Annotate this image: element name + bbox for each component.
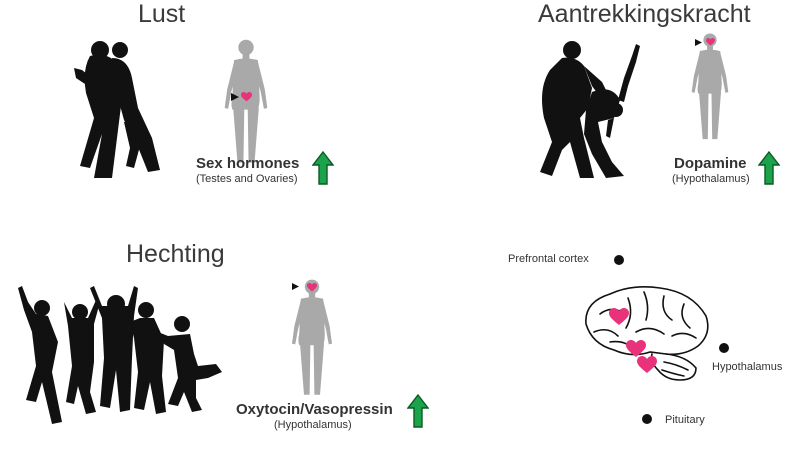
attraction-hormone: Dopamine (674, 155, 747, 172)
up-arrow-icon (312, 151, 334, 185)
heart-icon (307, 283, 317, 292)
lust-source: (Testes and Ovaries) (196, 173, 298, 185)
marker-dot-icon (614, 255, 624, 265)
human-body-icon (220, 38, 272, 166)
jumping-group-silhouette-icon (18, 286, 222, 424)
dancing-couple-silhouette-icon (540, 41, 640, 178)
pituitary-label: Pituitary (665, 414, 705, 426)
heart-icon (706, 38, 715, 46)
embracing-couple-silhouette-icon (74, 41, 160, 178)
up-arrow-icon (407, 394, 429, 428)
attachment-source: (Hypothalamus) (274, 419, 352, 431)
attraction-title: Aantrekkingskracht (538, 0, 751, 28)
pointer-triangle-icon (231, 93, 239, 101)
marker-dot-icon (719, 343, 729, 353)
attachment-title: Hechting (126, 240, 225, 268)
up-arrow-icon (758, 151, 780, 185)
lust-hormone: Sex hormones (196, 155, 300, 172)
heart-icon (241, 92, 252, 102)
pointer-triangle-icon (695, 39, 702, 46)
prefrontal-cortex-label: Prefrontal cortex (508, 253, 589, 265)
hypothalamus-label: Hypothalamus (712, 361, 783, 373)
heart-icon (637, 356, 657, 374)
heart-icon (609, 308, 629, 326)
lust-title: Lust (138, 0, 186, 28)
attraction-source: (Hypothalamus) (672, 173, 750, 185)
human-body-icon (288, 276, 336, 400)
pointer-triangle-icon (292, 283, 299, 290)
attachment-hormone: Oxytocin/Vasopressin (236, 401, 393, 418)
marker-dot-icon (642, 414, 652, 424)
human-body-icon (688, 32, 732, 142)
